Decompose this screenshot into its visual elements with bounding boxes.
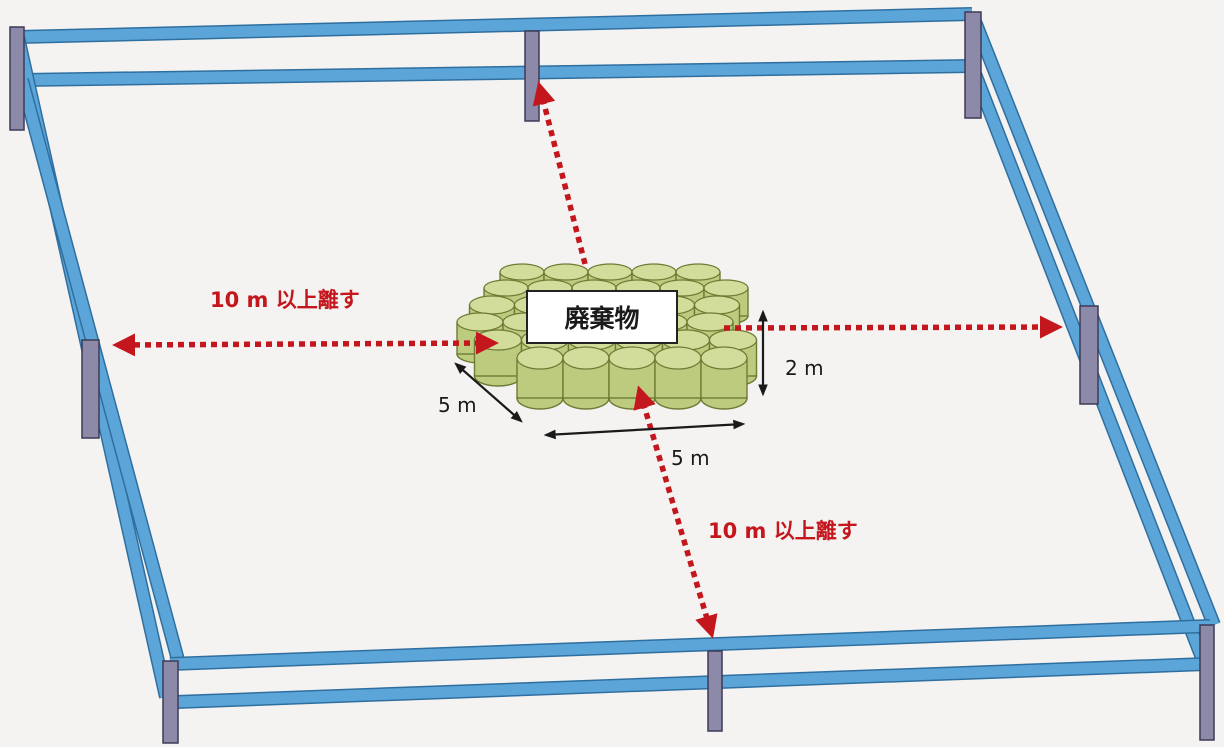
rail-front-bottom — [175, 658, 1207, 708]
bale-top — [686, 312, 734, 332]
arrow-right — [723, 315, 1063, 339]
post-back-right — [964, 11, 982, 119]
bale-top — [456, 312, 504, 332]
dim-depth-arrow — [454, 362, 523, 423]
bale-top — [700, 346, 748, 370]
bale-top — [587, 263, 633, 281]
arrow-up — [532, 81, 588, 265]
bale-top — [499, 263, 545, 281]
rail-back-top — [17, 8, 973, 43]
label-depth: 5 m — [438, 393, 477, 417]
rail-back-bottom — [21, 60, 973, 86]
post-left-middle — [81, 339, 100, 439]
arrow-down — [633, 385, 718, 639]
label-width: 5 m — [671, 446, 710, 470]
dimension-arrows — [454, 309, 768, 440]
bale — [608, 346, 656, 410]
bale-top — [675, 263, 721, 281]
labels: 10 m 以上離す 10 m 以上離す 2 m 5 m 5 m — [210, 288, 858, 543]
bale — [700, 346, 748, 410]
post-front-left — [162, 660, 179, 744]
dim-width-arrow — [543, 419, 746, 440]
rail-front-top — [169, 620, 1211, 670]
post-front-right — [1199, 624, 1215, 741]
label-height: 2 m — [785, 356, 824, 380]
post-back-middle — [524, 30, 540, 122]
bale-top — [473, 329, 523, 351]
bale-top — [562, 346, 610, 370]
waste-label-frame — [526, 290, 678, 344]
label-distance-front: 10 m 以上離す — [708, 519, 858, 543]
bale-top — [654, 346, 702, 370]
bale-top — [516, 346, 564, 370]
separation-arrows — [112, 81, 1063, 639]
bale-top — [703, 279, 749, 297]
fence-posts — [9, 11, 1215, 744]
bale-top — [483, 279, 529, 297]
bale — [516, 346, 564, 410]
label-distance-left: 10 m 以上離す — [210, 288, 360, 312]
post-right-middle — [1079, 305, 1099, 405]
bale — [562, 346, 610, 410]
waste-label-box: 廃棄物 — [526, 290, 678, 344]
bale-top — [608, 346, 656, 370]
bale-top — [543, 263, 589, 281]
bale — [473, 329, 523, 387]
bale-top — [468, 295, 516, 315]
fence-back-rails — [17, 7, 973, 87]
bale-top — [631, 263, 677, 281]
post-front-middle — [707, 650, 723, 732]
fence-front-rails — [169, 619, 1211, 709]
bale-top — [693, 295, 741, 315]
waste-label: 廃棄物 — [564, 304, 639, 333]
bale — [654, 346, 702, 410]
rail-left-inner — [16, 78, 184, 662]
fence — [9, 7, 1221, 744]
arrow-left — [112, 331, 499, 357]
post-back-left — [9, 26, 25, 131]
